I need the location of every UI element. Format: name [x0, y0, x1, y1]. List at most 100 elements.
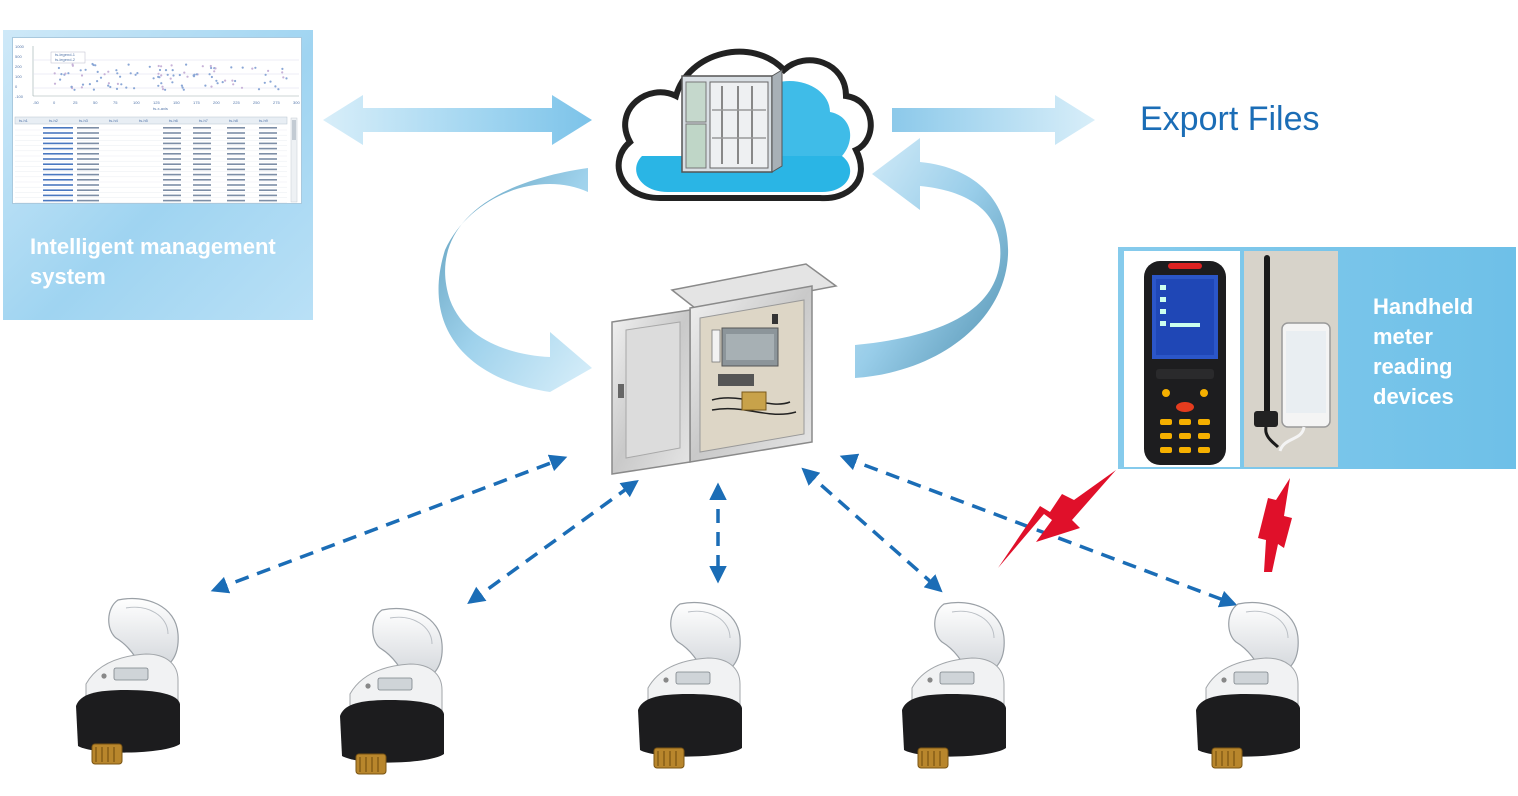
water-meter-2 [330, 604, 470, 788]
table-row-link[interactable] [43, 179, 73, 181]
curved-arrow-right [855, 138, 1009, 378]
table-scrollbar-thumb[interactable] [292, 120, 296, 140]
chart-x-tick: 0 [53, 100, 56, 105]
meter-display [113, 667, 149, 681]
table-row-cell [163, 137, 181, 139]
table-row-link[interactable] [43, 153, 73, 155]
table-row-link[interactable] [43, 173, 73, 176]
scatter-point [59, 78, 62, 81]
table-row-cell [227, 158, 245, 160]
chart-x-tick: 200 [213, 100, 220, 105]
table-header-cell: ts-h3 [79, 118, 89, 123]
scatter-point [80, 86, 83, 89]
scatter-point [282, 76, 285, 79]
table-scrollbar[interactable] [290, 117, 298, 203]
scatter-point [53, 72, 56, 75]
scatter-point [210, 85, 213, 88]
table-row-cell [227, 163, 245, 165]
chart-x-tick: 100 [133, 100, 140, 105]
scatter-point [116, 72, 119, 75]
meter-indicator [1221, 677, 1227, 683]
scatter-point [267, 69, 270, 72]
table-row-link[interactable] [43, 158, 73, 160]
table-row-cell [227, 189, 245, 191]
table-row-link[interactable] [43, 132, 73, 134]
table-row-cell [259, 142, 277, 145]
scatter-point [224, 79, 227, 82]
table-row-link[interactable] [43, 127, 73, 129]
scatter-point [274, 85, 277, 88]
scatter-point [109, 85, 112, 89]
table-row-cell [259, 168, 277, 171]
table-row-link[interactable] [43, 189, 73, 191]
table-row-cell [193, 127, 211, 129]
scatter-point [157, 75, 160, 78]
meter-lid-edge [125, 606, 169, 635]
scatter-point [170, 64, 173, 67]
scatter-point [209, 64, 212, 68]
table-row-link[interactable] [43, 168, 73, 171]
table-row-link[interactable] [43, 163, 73, 165]
chart-x-tick: 225 [233, 100, 240, 105]
table-row-cell [77, 163, 99, 165]
table-row-cell [77, 173, 99, 176]
scatter-point [157, 72, 160, 75]
scatter-point [57, 66, 61, 70]
table-row-cell [193, 199, 211, 202]
table-row-cell [193, 189, 211, 191]
meter-display [675, 671, 711, 685]
scatter-point [263, 81, 266, 84]
table-row-link[interactable] [43, 147, 73, 150]
table-row-cell [163, 153, 181, 155]
export-files-label: Export Files [1140, 100, 1320, 138]
table-row-cell [259, 189, 277, 191]
chart-y-tick: 0 [15, 84, 18, 89]
table-row-cell [193, 163, 211, 165]
table-row-cell [259, 127, 277, 129]
table-row-cell [227, 179, 245, 181]
chart-y-tick: -100 [15, 94, 24, 99]
table-header-cell: ts-h1 [19, 118, 29, 123]
table-row-link[interactable] [43, 199, 73, 202]
chart-legend-item: ts-legend-1 [55, 52, 76, 57]
table-row-cell [77, 127, 99, 129]
meter-indicator [365, 683, 371, 689]
chart-x-tick: 250 [253, 100, 260, 105]
table-row-cell [259, 158, 277, 160]
table-row-cell [163, 158, 181, 160]
water-meter-1 [66, 594, 206, 778]
table-row-cell [163, 184, 181, 186]
table-row-cell [259, 132, 277, 134]
table-row-cell [259, 199, 277, 202]
scatter-point [133, 87, 136, 90]
table-row-cell [259, 137, 277, 139]
scatter-point [232, 83, 235, 86]
scatter-point [115, 69, 118, 72]
table-row-link[interactable] [43, 184, 73, 186]
table-row-cell [163, 127, 181, 129]
concentrator-box-icon [611, 263, 838, 475]
table-row-cell [227, 194, 245, 197]
scatter-point [281, 71, 284, 74]
table-row-cell [77, 179, 99, 181]
scatter-point [67, 72, 70, 75]
table-row-link[interactable] [43, 142, 73, 145]
meter-display [939, 671, 975, 685]
table-row-link[interactable] [43, 137, 73, 139]
meter-body [340, 700, 444, 763]
scatter-point [240, 86, 244, 89]
table-row-cell [193, 153, 211, 155]
scatter-point [152, 77, 155, 80]
water-meter-icon [902, 601, 1006, 769]
scatter-point [221, 81, 224, 84]
table-header-cell: ts-h8 [229, 118, 239, 123]
scatter-point [172, 74, 175, 77]
handheld-devices-label: Handheld meter reading devices [1373, 294, 1474, 409]
scatter-point [107, 70, 110, 73]
table-row-link[interactable] [43, 194, 73, 197]
scatter-point [182, 88, 185, 91]
meter-lid-edge [951, 610, 995, 639]
table-row-cell [77, 199, 99, 202]
